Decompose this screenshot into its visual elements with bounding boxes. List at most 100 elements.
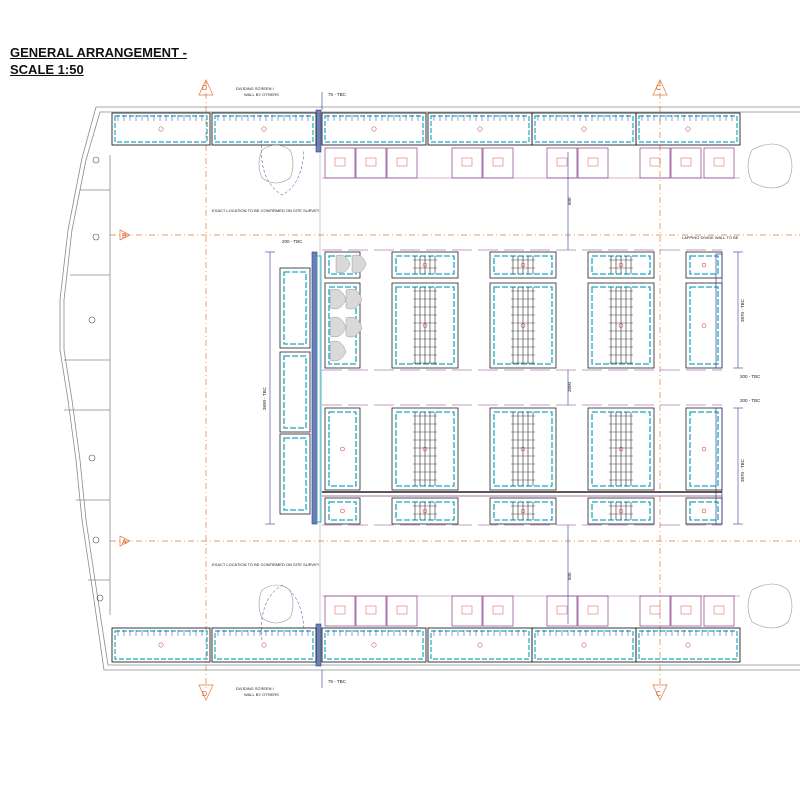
dim-200-left: 200 - TBC (282, 239, 303, 244)
bench-inner (430, 630, 530, 660)
grid-label-col-d-top: D (202, 85, 207, 92)
bench-inner (430, 115, 530, 143)
workstation-label-box (680, 157, 692, 167)
desk-frame (391, 497, 459, 525)
workstation-label-box (649, 157, 661, 167)
desk-frame (587, 282, 655, 369)
workstation (451, 147, 483, 179)
right-panel (715, 253, 723, 369)
workstation-label-box (396, 157, 408, 167)
central-rail (322, 491, 722, 497)
bench-tag (371, 642, 377, 648)
storage-strip (316, 255, 322, 523)
row-guides (322, 249, 722, 526)
workstation (703, 595, 735, 627)
desk-tag (520, 446, 526, 452)
workstation-label-box (396, 605, 408, 615)
bench-frame (321, 112, 427, 146)
desk-frame (489, 282, 557, 369)
desk-tag (520, 262, 526, 268)
bench-tag (158, 642, 164, 648)
room-tags (88, 156, 104, 602)
desk-frame (489, 497, 557, 525)
workstation (355, 595, 387, 627)
workstation (639, 147, 671, 179)
workstation (355, 147, 387, 179)
desk-inner (689, 286, 719, 365)
desk-tag (340, 508, 345, 514)
bench-inner (324, 630, 424, 660)
grid-label-col-c-bottom: C (656, 691, 661, 698)
bench-inner (214, 115, 314, 143)
bench-frame (321, 627, 427, 663)
desk-tag (422, 508, 428, 514)
dim-75-top: 75 - TBC (328, 92, 347, 97)
workstation-label-box (556, 157, 568, 167)
workstation-label-box (492, 157, 504, 167)
bottom-workstations (322, 595, 740, 627)
top-workstations (322, 147, 740, 179)
workstation-label-box (365, 605, 377, 615)
workstation (546, 147, 578, 179)
desk-tag (618, 323, 624, 328)
bench-inner (638, 630, 738, 660)
exit-note-bottom: EXACT LOCATION TO BE CONFIRMED ON SITE S… (212, 562, 320, 567)
desk-frame (489, 407, 557, 491)
bench-tag (158, 126, 164, 132)
workstation-label-box (649, 605, 661, 615)
desk-frame (489, 251, 557, 279)
storage-frame (279, 433, 311, 515)
workstation-label-box (587, 605, 599, 615)
bench-tag (261, 642, 267, 648)
grid-label-col-c-top: C (656, 85, 661, 92)
desk-inner (689, 501, 719, 521)
right-panel (715, 407, 723, 525)
workstation (670, 595, 702, 627)
bench-frame (635, 627, 741, 663)
bench-inner (638, 115, 738, 143)
drawing-title: GENERAL ARRANGEMENT - SCALE 1:50 (10, 44, 187, 78)
desk-inner (689, 255, 719, 275)
workstation (639, 595, 671, 627)
desk-frame (685, 282, 723, 369)
workstation-label-box (492, 605, 504, 615)
workstation (546, 595, 578, 627)
dim-600-bottom: 600 (567, 572, 572, 580)
bench-inner (534, 630, 634, 660)
workstation-label-box (587, 157, 599, 167)
lapping-note: LAPPING DIVIDE WALL TO BE (682, 235, 739, 240)
workstation (482, 147, 514, 179)
desk-frame (391, 251, 459, 279)
desk-tag (520, 508, 526, 514)
bench-inner (324, 115, 424, 143)
bench-tag (477, 126, 483, 132)
desk-frame (587, 251, 655, 279)
desk-tag (701, 323, 707, 328)
central-island-desks (324, 251, 723, 525)
bench-tag (371, 126, 377, 132)
desk-tag (520, 323, 526, 328)
workstation (577, 595, 609, 627)
dividing-screen-note-top-1: DIVIDING SCREEN / (236, 86, 275, 91)
grid-label-row-b: B (122, 233, 127, 240)
workstation (386, 595, 418, 627)
bench-tag (477, 642, 483, 648)
desk-tag (340, 446, 345, 452)
storage-frame (279, 351, 311, 433)
workstation-label-box (713, 157, 725, 167)
workstation-label-box (334, 605, 346, 615)
arch-shapes (258, 143, 793, 629)
top-wall-benches (111, 112, 741, 146)
dividing-screens (311, 109, 322, 667)
desk-frame (685, 407, 723, 491)
bench-tag (581, 126, 587, 132)
workstation (386, 147, 418, 179)
grid-label-col-d-bottom: D (202, 691, 207, 698)
building-outline (59, 106, 800, 671)
left-storage-bank (279, 255, 322, 523)
bench-frame (531, 627, 637, 663)
bench-tag (685, 642, 691, 648)
workstation-label-box (365, 157, 377, 167)
dim-3800-mid: 3800 (567, 381, 572, 392)
